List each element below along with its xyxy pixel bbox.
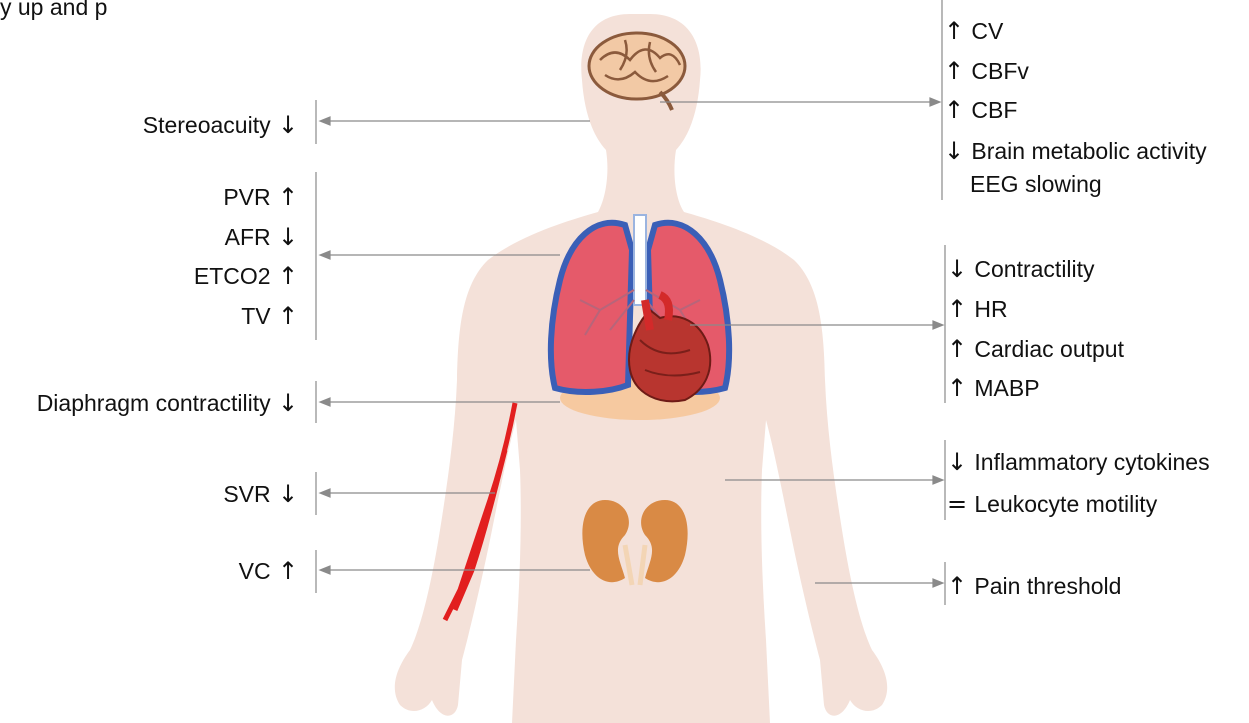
label-etco2: ETCO2 ↑ — [194, 262, 299, 290]
label-afr: AFR ↓ — [225, 223, 299, 251]
label-cbf: ↑ CBF — [943, 96, 1017, 124]
label-leukocyte-motility: = Leukocyte motility — [946, 490, 1157, 518]
label-cv: ↑ CV — [943, 17, 1003, 45]
label-mabp: ↑ MABP — [946, 374, 1040, 402]
label-inflammatory-cytokines: ↓ Inflammatory cytokines — [946, 448, 1210, 476]
label-contractility: ↓ Contractility — [946, 255, 1095, 283]
label-cbfv: ↑ CBFv — [943, 57, 1029, 85]
label-svr: SVR ↓ — [223, 480, 299, 508]
label-eeg-slowing: EEG slowing — [970, 170, 1102, 198]
label-tv: TV ↑ — [241, 302, 299, 330]
up-arrow-icon: ↑ — [277, 302, 299, 330]
down-arrow-icon: ↓ — [277, 111, 299, 139]
down-arrow-icon: ↓ — [946, 255, 968, 283]
up-arrow-icon: ↑ — [943, 17, 965, 45]
up-arrow-icon: ↑ — [277, 557, 299, 585]
up-arrow-icon: ↑ — [946, 572, 968, 600]
up-arrow-icon: ↑ — [946, 335, 968, 363]
up-arrow-icon: ↑ — [943, 96, 965, 124]
label-hr: ↑ HR — [946, 295, 1008, 323]
down-arrow-icon: ↓ — [946, 448, 968, 476]
up-arrow-icon: ↑ — [277, 262, 299, 290]
label-stereoacuity: Stereoacuity ↓ — [143, 111, 299, 139]
label-diaphragm-contractility: Diaphragm contractility ↓ — [37, 389, 299, 417]
label-brain-metabolic-activity: ↓ Brain metabolic activity — [943, 137, 1207, 165]
down-arrow-icon: ↓ — [277, 389, 299, 417]
equals-icon: = — [946, 490, 968, 518]
label-cardiac-output: ↑ Cardiac output — [946, 335, 1124, 363]
up-arrow-icon: ↑ — [946, 374, 968, 402]
up-arrow-icon: ↑ — [946, 295, 968, 323]
down-arrow-icon: ↓ — [277, 480, 299, 508]
label-pain-threshold: ↑ Pain threshold — [946, 572, 1121, 600]
down-arrow-icon: ↓ — [277, 223, 299, 251]
label-pvr: PVR ↑ — [223, 183, 299, 211]
up-arrow-icon: ↑ — [943, 57, 965, 85]
up-arrow-icon: ↑ — [277, 183, 299, 211]
label-vc: VC ↑ — [239, 557, 299, 585]
down-arrow-icon: ↓ — [943, 137, 965, 165]
